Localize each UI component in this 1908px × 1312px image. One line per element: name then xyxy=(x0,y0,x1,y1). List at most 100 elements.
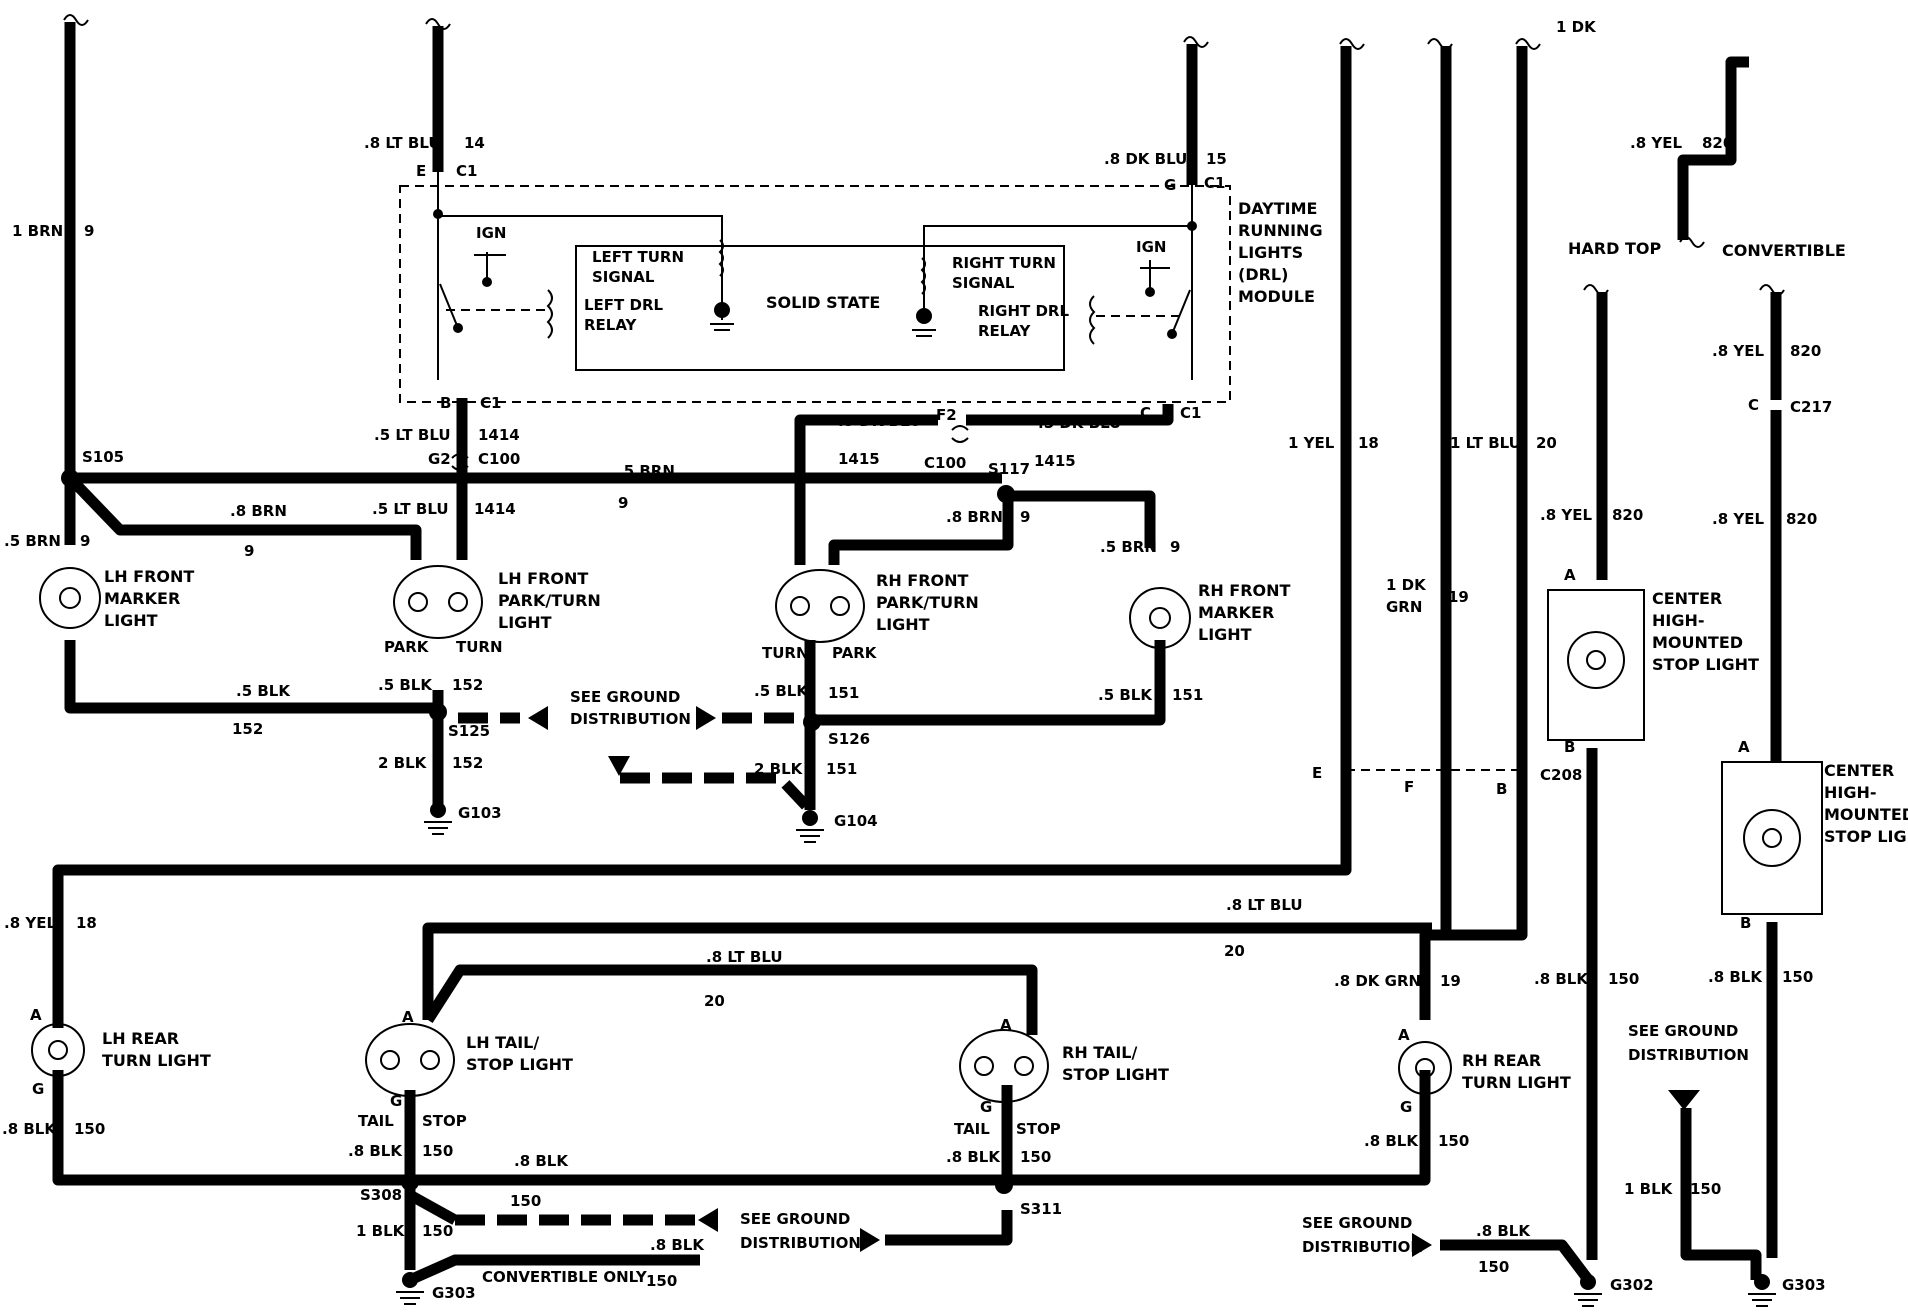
svg-text:1 BLK: 1 BLK xyxy=(1624,1180,1674,1198)
svg-text:.8 BRN: .8 BRN xyxy=(946,508,1003,526)
svg-text:PARK: PARK xyxy=(832,644,878,662)
svg-text:1 YEL: 1 YEL xyxy=(1288,434,1335,452)
svg-text:LIGHT: LIGHT xyxy=(498,613,552,632)
svg-text:PARK: PARK xyxy=(384,638,430,656)
svg-text:151: 151 xyxy=(828,684,859,702)
svg-text:SEE GROUND: SEE GROUND xyxy=(570,688,680,706)
svg-text:TAIL: TAIL xyxy=(358,1112,394,1130)
svg-text:MOUNTED: MOUNTED xyxy=(1652,633,1743,652)
svg-text:RH FRONT: RH FRONT xyxy=(876,571,969,590)
svg-text:.5 BLK: .5 BLK xyxy=(378,676,433,694)
svg-text:150: 150 xyxy=(1438,1132,1469,1150)
svg-text:150: 150 xyxy=(422,1142,453,1160)
svg-text:9: 9 xyxy=(244,542,254,560)
svg-text:.8 YEL: .8 YEL xyxy=(4,914,56,932)
svg-text:CONVERTIBLE ONLY: CONVERTIBLE ONLY xyxy=(482,1268,648,1286)
lh-front-marker-light xyxy=(39,567,101,629)
svg-text:9: 9 xyxy=(618,494,628,512)
svg-text:.8 BLK: .8 BLK xyxy=(1708,968,1763,986)
text-labels: .8 LT BLU 14 E C1 .8 DK BLU 15 G C1 DAYT… xyxy=(2,18,1908,1302)
svg-text:C1: C1 xyxy=(480,394,501,412)
svg-text:SEE GROUND: SEE GROUND xyxy=(1302,1214,1412,1232)
svg-text:151: 151 xyxy=(1172,686,1203,704)
svg-text:152: 152 xyxy=(452,676,483,694)
svg-text:C1: C1 xyxy=(456,162,477,180)
splices xyxy=(61,425,1522,1194)
svg-text:.5 LT BLU: .5 LT BLU xyxy=(374,426,451,444)
svg-text:1 DK: 1 DK xyxy=(1386,576,1427,594)
svg-text:IGN: IGN xyxy=(476,224,506,242)
svg-text:.5 BLK: .5 BLK xyxy=(236,682,291,700)
svg-text:TURN LIGHT: TURN LIGHT xyxy=(102,1051,211,1070)
svg-text:20: 20 xyxy=(704,992,725,1010)
svg-text:STOP LIGHT: STOP LIGHT xyxy=(1824,827,1908,846)
svg-text:DISTRIBUTION: DISTRIBUTION xyxy=(1302,1238,1423,1256)
svg-text:(DRL): (DRL) xyxy=(1238,265,1288,284)
svg-text:RH REAR: RH REAR xyxy=(1462,1051,1541,1070)
rh-front-marker-light xyxy=(1129,587,1191,649)
lh-rear-turn-light xyxy=(31,1023,85,1077)
svg-text:.8 YEL: .8 YEL xyxy=(1712,510,1764,528)
svg-text:18: 18 xyxy=(76,914,97,932)
svg-text:.5 BRN: .5 BRN xyxy=(618,462,675,480)
svg-text:PARK/TURN: PARK/TURN xyxy=(876,593,979,612)
svg-text:A: A xyxy=(402,1008,414,1026)
svg-text:TURN: TURN xyxy=(456,638,503,656)
svg-text:MODULE: MODULE xyxy=(1238,287,1315,306)
svg-text:.5 BRN: .5 BRN xyxy=(4,532,61,550)
svg-text:.8 YEL: .8 YEL xyxy=(1540,506,1592,524)
svg-text:.8 YEL: .8 YEL xyxy=(1712,342,1764,360)
svg-text:1 DK: 1 DK xyxy=(1556,18,1597,36)
svg-text:9: 9 xyxy=(80,532,90,550)
svg-text:S125: S125 xyxy=(448,722,490,740)
rh-rear-turn-light xyxy=(1398,1041,1452,1095)
label-lt-blu-14: .8 LT BLU xyxy=(364,134,441,152)
svg-text:2 BLK: 2 BLK xyxy=(754,760,804,778)
svg-text:LIGHTS: LIGHTS xyxy=(1238,243,1303,262)
svg-text:G303: G303 xyxy=(432,1284,476,1302)
svg-text:1 LT BLU: 1 LT BLU xyxy=(1450,434,1521,452)
svg-text:A: A xyxy=(30,1006,42,1024)
svg-text:.8 BLK: .8 BLK xyxy=(348,1142,403,1160)
svg-text:C217: C217 xyxy=(1790,398,1832,416)
svg-text:G303: G303 xyxy=(1782,1276,1826,1294)
wires xyxy=(52,22,1782,1286)
svg-text:20: 20 xyxy=(1536,434,1557,452)
svg-text:C: C xyxy=(1748,396,1759,414)
svg-text:150: 150 xyxy=(1020,1148,1051,1166)
svg-text:.5 DK BLU: .5 DK BLU xyxy=(838,412,921,430)
svg-text:CENTER: CENTER xyxy=(1824,761,1894,780)
drl-module xyxy=(399,172,1231,403)
svg-text:152: 152 xyxy=(232,720,263,738)
drl-module-label: DAYTIME xyxy=(1238,199,1317,218)
wire-break-marks xyxy=(63,14,1785,296)
svg-text:SIGNAL: SIGNAL xyxy=(592,268,655,286)
svg-text:15: 15 xyxy=(1206,150,1227,168)
svg-text:G103: G103 xyxy=(458,804,502,822)
svg-text:LH TAIL/: LH TAIL/ xyxy=(466,1033,539,1052)
svg-text:E: E xyxy=(416,162,426,180)
svg-text:9: 9 xyxy=(84,222,94,240)
svg-text:.8 YEL: .8 YEL xyxy=(1630,134,1682,152)
svg-text:S308: S308 xyxy=(360,1186,402,1204)
svg-text:19: 19 xyxy=(1440,972,1461,990)
svg-text:RELAY: RELAY xyxy=(584,316,638,334)
svg-text:RIGHT DRL: RIGHT DRL xyxy=(978,302,1069,320)
svg-text:B: B xyxy=(1496,780,1507,798)
svg-text:9: 9 xyxy=(1170,538,1180,556)
svg-text:LIGHT: LIGHT xyxy=(876,615,930,634)
svg-text:820: 820 xyxy=(1612,506,1643,524)
svg-text:20: 20 xyxy=(1224,942,1245,960)
svg-text:150: 150 xyxy=(422,1222,453,1240)
svg-text:A: A xyxy=(1398,1026,1410,1044)
ground-distribution-arrows xyxy=(528,706,1700,1257)
svg-text:LH FRONT: LH FRONT xyxy=(104,567,194,586)
svg-text:.5 DK BLU: .5 DK BLU xyxy=(1038,414,1121,432)
rh-tail-stop-light xyxy=(959,1029,1049,1103)
rh-front-park-turn-light xyxy=(775,569,865,643)
svg-text:1415: 1415 xyxy=(1034,452,1076,470)
svg-text:STOP LIGHT: STOP LIGHT xyxy=(1652,655,1759,674)
svg-text:E: E xyxy=(1312,764,1322,782)
svg-text:RH TAIL/: RH TAIL/ xyxy=(1062,1043,1137,1062)
svg-text:150: 150 xyxy=(1782,968,1813,986)
